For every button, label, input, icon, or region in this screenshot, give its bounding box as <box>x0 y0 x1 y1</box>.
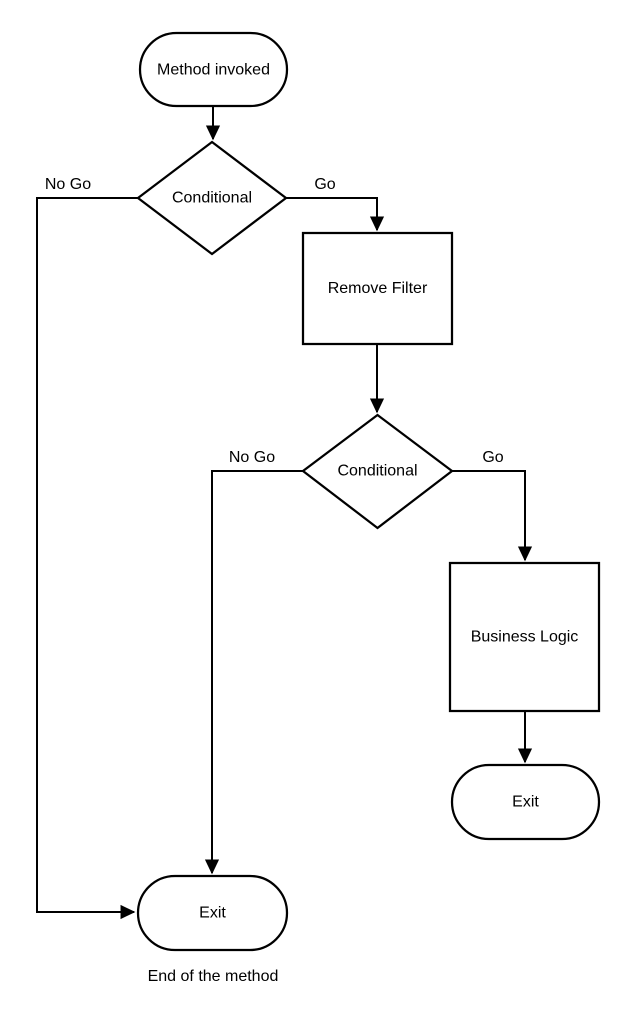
node-exit-bottom-terminator: Exit <box>136 874 289 952</box>
diagram-caption: End of the method <box>148 968 279 985</box>
edge-cond2-go-to-business-logic <box>452 470 533 562</box>
edge-label-cond2-nogo: No Go <box>229 449 275 466</box>
edge-cond2-nogo-to-exit-bottom <box>204 470 303 875</box>
edge-label-cond1-go: Go <box>314 176 335 193</box>
node-exit-right-label: Exit <box>512 794 539 811</box>
edge-label-cond2-go: Go <box>482 449 503 466</box>
node-conditional-2-label: Conditional <box>337 463 417 480</box>
node-business-logic-label: Business Logic <box>471 629 579 646</box>
node-conditional-1-label: Conditional <box>172 190 252 207</box>
edge-cond1-go-to-remove-filter <box>286 197 385 232</box>
node-start-label: Method invoked <box>157 62 270 79</box>
node-exit-right-terminator: Exit <box>450 763 601 841</box>
node-conditional-2: Conditional <box>301 413 454 530</box>
node-conditional-1: Conditional <box>136 140 288 256</box>
node-remove-filter-label: Remove Filter <box>328 280 428 297</box>
node-exit-bottom-label: Exit <box>199 905 226 922</box>
node-business-logic: Business Logic <box>448 561 601 713</box>
node-remove-filter: Remove Filter <box>301 231 454 346</box>
edge-cond1-nogo-to-exit-bottom <box>36 197 138 920</box>
node-start-terminator: Method invoked <box>138 31 289 108</box>
edge-label-cond1-nogo: No Go <box>45 176 91 193</box>
